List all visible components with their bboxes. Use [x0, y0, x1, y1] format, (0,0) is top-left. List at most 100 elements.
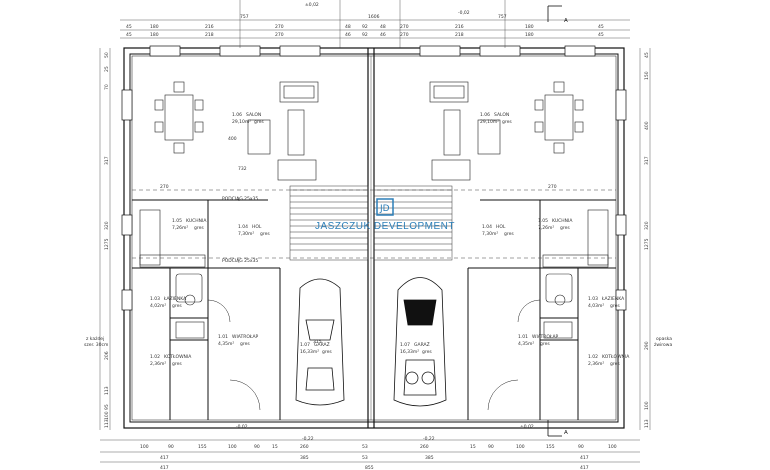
bottom-dim-1: 155: [198, 444, 207, 450]
room-area: 16,33m²: [400, 349, 419, 355]
beam-lines: [132, 189, 616, 259]
top-dim-mid: 180: [150, 32, 159, 38]
room-floor: gres: [610, 361, 620, 367]
note-left-2: szer. 30cm: [84, 342, 108, 348]
room-id: 1.02: [150, 354, 160, 360]
room-id: 1.04: [238, 224, 248, 230]
room-floor: gres: [172, 303, 182, 309]
right-dim: 1275: [644, 238, 650, 250]
room-id: 1.03: [588, 296, 598, 302]
top-dim-mid: 180: [525, 32, 534, 38]
room-name: KOTŁOWNIA: [602, 354, 630, 360]
top-dim-small: 757: [498, 14, 507, 20]
room-floor: gres: [260, 231, 270, 237]
room-area: 7,26m²: [172, 225, 188, 231]
furniture: [139, 81, 609, 339]
inner-dim: 732: [238, 166, 247, 172]
room-name: KUCHNIA: [552, 218, 573, 224]
garage-cars: [295, 277, 447, 407]
top-dim-outer: 216: [455, 24, 464, 30]
room-name: SALON: [494, 112, 509, 118]
bottom-dim-2: 417: [160, 455, 169, 461]
room-area: 4,35m²: [218, 341, 234, 347]
room-id: 1.01: [518, 334, 528, 340]
room-floor: gres: [504, 231, 514, 237]
room-id: 1.02: [588, 354, 598, 360]
room-name: WIATROŁAP: [232, 334, 259, 340]
left-dim: 70: [104, 84, 110, 90]
bottom-dim-2: 385: [300, 455, 309, 461]
room-id: 1.03: [150, 296, 160, 302]
room-name: HOL: [496, 224, 506, 230]
top-dim-outer: 270: [400, 24, 409, 30]
top-dim-small: 1606: [368, 14, 380, 20]
brand-name: JASZCZUK DEVELOPMENT: [314, 221, 456, 232]
top-dim-outer: 45: [598, 24, 604, 30]
room-id: 1.07: [300, 342, 310, 348]
room-id: 1.05: [538, 218, 548, 224]
svg-text:JD: JD: [379, 204, 390, 214]
top-dim-mid: 218: [205, 32, 214, 38]
section-marks: [547, 5, 562, 437]
room-area: 2,36m²: [588, 361, 604, 367]
left-dim: 206: [104, 351, 110, 360]
right-dim: 290: [644, 341, 650, 350]
room-floor: gres: [610, 303, 620, 309]
left-dim: 317: [104, 156, 110, 165]
room-area: 4,35m²: [518, 341, 534, 347]
room-name: ŁAZIENKA: [601, 296, 625, 302]
right-dim: 45: [644, 52, 650, 58]
right-dim: 150: [644, 71, 650, 80]
bottom-dim-1: 260: [300, 444, 309, 450]
brand-logo-icon: JD: [376, 198, 394, 216]
level-mark-4: -0,22: [423, 436, 435, 442]
room-area: 2,36m²: [150, 361, 166, 367]
bottom-dim-1: 53: [362, 444, 368, 450]
room-id: 1.06: [480, 112, 490, 118]
room-floor: gres: [322, 349, 332, 355]
windows: [121, 45, 627, 311]
right-dim: 317: [644, 156, 650, 165]
doors: [207, 299, 541, 411]
bottom-dim-1: 155: [546, 444, 555, 450]
top-dim-mid: 45: [126, 32, 132, 38]
right-dim: 320: [644, 221, 650, 230]
room-name: ŁAZIENKA: [163, 296, 187, 302]
top-dim-outer: 180: [525, 24, 534, 30]
top-dim-outer: 48: [345, 24, 351, 30]
top-dim-mid: 218: [455, 32, 464, 38]
room-name: KUCHNIA: [186, 218, 207, 224]
bottom-dim-1: 100: [516, 444, 525, 450]
room-name: WIATROŁAP: [532, 334, 559, 340]
note-left-1: z każdej: [86, 336, 104, 342]
room-floor: gres: [540, 341, 550, 347]
level-mark-5: -0,02: [236, 424, 248, 430]
bottom-dim-2: 385: [425, 455, 434, 461]
room-floor: gres: [560, 225, 570, 231]
right-dim: 113: [644, 419, 650, 428]
inner-dim: 270: [160, 184, 169, 190]
room-name: GARAŻ: [414, 341, 430, 348]
room-floor: gres: [422, 349, 432, 355]
left-dim: 100: [104, 411, 110, 420]
watermark-brand: JD JASZCZUK DEVELOPMENT: [310, 198, 460, 232]
room-floor: gres: [240, 341, 250, 347]
room-area: 29,10m²: [232, 119, 251, 125]
section-mark-top: A: [564, 18, 568, 24]
staircase: [289, 185, 453, 261]
interior-walls: [132, 199, 616, 420]
left-dim: 113: [104, 386, 110, 395]
room-name: KOTŁOWNIA: [164, 354, 192, 360]
room-id: 1.07: [400, 342, 410, 348]
bottom-dim-1: 90: [488, 444, 494, 450]
top-dim-outer: 45: [126, 24, 132, 30]
bottom-dim-1: 90: [578, 444, 584, 450]
dimension-lines: [99, 0, 651, 463]
room-area: 4,02m²: [150, 303, 166, 309]
note-right-2: żwirowa: [654, 342, 672, 348]
